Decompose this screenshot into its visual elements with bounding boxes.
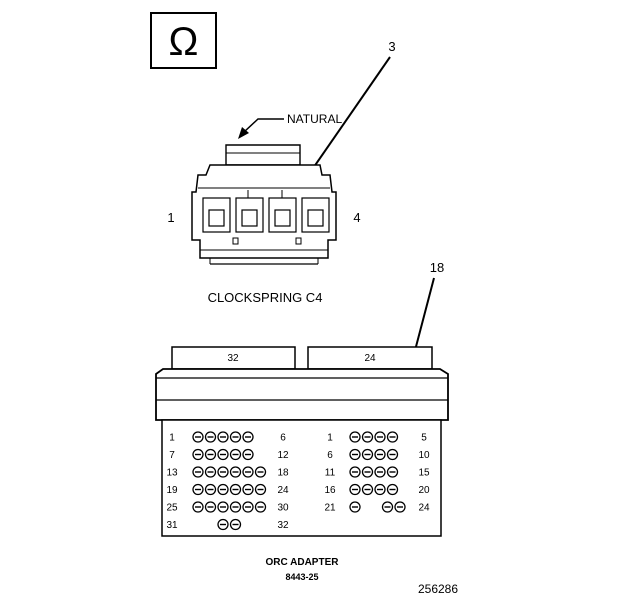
left-pin	[192, 431, 204, 443]
right-row-end-label: 20	[418, 485, 430, 496]
left-pin	[242, 466, 254, 478]
left-pin	[217, 518, 229, 531]
left-row-end-label: 6	[280, 433, 286, 444]
left-pin	[242, 483, 254, 496]
clockspring-symbol: Ω	[150, 12, 217, 69]
right-pin	[361, 431, 374, 443]
part-number: 8443-25	[285, 572, 318, 582]
adapter-caption: ORC ADAPTER	[266, 557, 340, 568]
clockspring-c4-connector	[191, 144, 337, 265]
right-row-start-label: 11	[325, 468, 336, 479]
right-pin	[349, 431, 361, 443]
right-pin	[349, 501, 361, 513]
left-pin	[229, 501, 242, 513]
right-pin	[386, 448, 399, 461]
left-row-start-label: 13	[166, 468, 178, 479]
right-row-start-label: 21	[324, 503, 336, 514]
left-pin	[254, 466, 267, 478]
left-pin	[242, 501, 254, 513]
left-row-start-label: 25	[166, 503, 178, 514]
right-pin	[386, 431, 399, 443]
callout-number-18: 18	[430, 260, 444, 275]
left-pin	[204, 466, 217, 478]
left-row-end-label: 18	[277, 468, 289, 479]
left-pin	[229, 431, 242, 443]
figure-number: 256286	[418, 582, 458, 596]
left-pin	[242, 431, 254, 443]
left-row-start-label: 7	[169, 450, 175, 461]
right-pin	[394, 501, 406, 513]
left-pin	[254, 483, 267, 496]
right-pin	[374, 431, 386, 443]
orc-adapter	[155, 346, 449, 537]
left-pin-grid: 1 6 7 12 13 18 19 24 25 30 31 32	[166, 431, 289, 531]
right-row-end-label: 24	[418, 503, 430, 514]
right-row-start-label: 6	[327, 450, 333, 461]
left-pin	[242, 448, 254, 461]
block-label-32: 32	[227, 353, 239, 364]
left-pin	[217, 483, 229, 496]
left-pin	[192, 501, 204, 513]
left-row-end-label: 12	[277, 450, 289, 461]
right-row-start-label: 1	[327, 433, 333, 444]
left-pin	[204, 431, 217, 443]
right-pin	[386, 483, 399, 496]
left-row-start-label: 31	[166, 520, 178, 531]
right-row-end-label: 15	[418, 468, 430, 479]
left-pin	[229, 483, 242, 496]
right-pin	[374, 448, 386, 461]
left-pin	[204, 483, 217, 496]
left-row-end-label: 30	[277, 503, 289, 514]
right-pin	[374, 466, 386, 478]
right-row-start-label: 16	[324, 485, 336, 496]
pin-label-4: 4	[353, 210, 360, 225]
right-pin	[349, 466, 361, 478]
right-pin	[349, 483, 361, 496]
left-pin	[229, 448, 242, 461]
left-row-start-label: 1	[169, 433, 175, 444]
right-pin	[361, 466, 374, 478]
block-label-24: 24	[364, 353, 376, 364]
left-pin	[254, 501, 267, 513]
right-pin	[381, 501, 394, 513]
callout-number-3: 3	[388, 39, 395, 54]
left-pin	[229, 518, 242, 531]
ohm-clockspring-icon: Ω	[169, 20, 199, 64]
right-pin	[361, 483, 374, 496]
pin-label-1: 1	[167, 210, 174, 225]
right-pin	[374, 483, 386, 496]
right-row-end-label: 10	[418, 450, 430, 461]
left-pin	[192, 448, 204, 461]
left-pin	[192, 483, 204, 496]
right-pin	[349, 448, 361, 461]
left-pin	[217, 448, 229, 461]
left-row-start-label: 19	[166, 485, 178, 496]
connector-caption: CLOCKSPRING C4	[208, 290, 323, 305]
left-pin	[229, 466, 242, 478]
left-pin	[204, 448, 217, 461]
natural-label: NATURAL	[287, 112, 342, 126]
left-pin	[217, 501, 229, 513]
color-label-natural: NATURAL	[238, 112, 342, 139]
left-pin	[192, 466, 204, 478]
left-pin	[217, 466, 229, 478]
right-pin	[361, 448, 374, 461]
left-pin	[204, 501, 217, 513]
right-row-end-label: 5	[421, 433, 427, 444]
left-row-end-label: 32	[277, 520, 289, 531]
left-row-end-label: 24	[277, 485, 289, 496]
right-pin	[386, 466, 399, 478]
left-pin	[217, 431, 229, 443]
